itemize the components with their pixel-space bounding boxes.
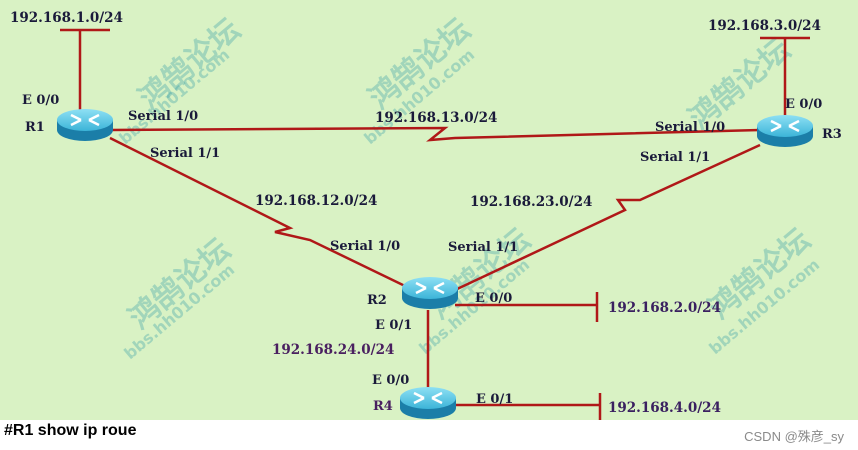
r3-s11-label: Serial 1/1 bbox=[640, 150, 710, 165]
network-4-label: 192.168.4.0/24 bbox=[608, 400, 721, 416]
csdn-credit: CSDN @殊彦_sy bbox=[744, 429, 844, 444]
r3-s10-label: Serial 1/0 bbox=[655, 120, 725, 135]
r2-s10-label: Serial 1/0 bbox=[330, 239, 400, 254]
r4-name: R4 bbox=[373, 399, 393, 414]
r3-name: R3 bbox=[822, 127, 842, 142]
link-r3-lan bbox=[760, 36, 810, 118]
link-r4-lan bbox=[455, 393, 602, 420]
links bbox=[60, 28, 810, 420]
r2-e00-label: E 0/0 bbox=[475, 291, 512, 306]
r1-name: R1 bbox=[25, 120, 45, 135]
link-r1-r3 bbox=[109, 126, 761, 142]
network-3-label: 192.168.3.0/24 bbox=[708, 18, 821, 34]
network-2-label: 192.168.2.0/24 bbox=[608, 300, 721, 316]
r3-e00-label: E 0/0 bbox=[785, 97, 822, 112]
network-24-label: 192.168.24.0/24 bbox=[272, 342, 394, 358]
link-r1-r2 bbox=[109, 136, 406, 288]
router-r1-icon bbox=[55, 107, 115, 143]
router-r3-icon bbox=[755, 113, 815, 149]
r4-e01-label: E 0/1 bbox=[476, 392, 513, 407]
r1-s10-label: Serial 1/0 bbox=[128, 109, 198, 124]
r2-name: R2 bbox=[367, 293, 387, 308]
link-r1-lan bbox=[60, 28, 110, 112]
r2-e01-label: E 0/1 bbox=[375, 318, 412, 333]
network-12-label: 192.168.12.0/24 bbox=[255, 193, 377, 209]
network-topology-diagram: 鸿鹄论坛 bbs.hh010.com 鸿鹄论坛 bbs.hh010.com 鸿鹄… bbox=[0, 0, 858, 420]
r1-s11-label: Serial 1/1 bbox=[150, 146, 220, 161]
command-caption: #R1 show ip roue bbox=[4, 422, 137, 439]
link-r2-lan bbox=[455, 292, 599, 322]
router-r2-icon bbox=[400, 275, 460, 311]
router-r4-icon bbox=[398, 385, 458, 420]
network-13-label: 192.168.13.0/24 bbox=[375, 110, 497, 126]
link-r3-r2 bbox=[454, 143, 761, 292]
r4-e00-label: E 0/0 bbox=[372, 373, 409, 388]
network-23-label: 192.168.23.0/24 bbox=[470, 194, 592, 210]
r2-s11-label: Serial 1/1 bbox=[448, 240, 518, 255]
network-1-label: 192.168.1.0/24 bbox=[10, 10, 123, 26]
r1-e00-label: E 0/0 bbox=[22, 93, 59, 108]
